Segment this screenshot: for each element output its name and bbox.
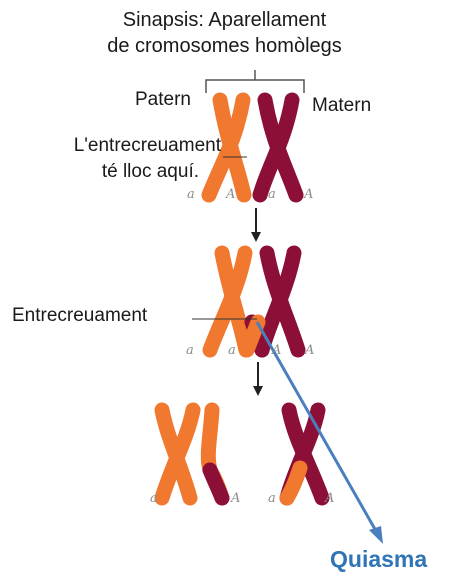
allele-stage3-right-1: a (268, 492, 276, 505)
paternal-chromosome-stage2 (210, 253, 246, 350)
maternal-chromosome-stage1 (260, 100, 296, 195)
recombinant-chromosome-paternal (162, 410, 222, 498)
allele-stage2-paternal-left: a (186, 344, 194, 357)
allele-stage1-maternal-right: A (304, 188, 313, 201)
allele-stage1-maternal-left: a (268, 188, 276, 201)
crossing-site-label-line-2: té lloc aquí. (102, 162, 199, 181)
maternal-label: Matern (312, 96, 371, 115)
allele-stage1-paternal-right: A (226, 188, 235, 201)
paternal-label: Patern (135, 90, 191, 109)
exchanged-segment-paternal (247, 322, 258, 350)
crossing-over-label: Entrecreuament (12, 306, 147, 325)
chiasma-label: Quiasma (330, 548, 427, 571)
stage-separated (162, 410, 322, 498)
maternal-chromosome-stage2 (262, 253, 298, 350)
allele-stage3-left-1: a (150, 492, 158, 505)
allele-stage2-maternal-right: A (305, 344, 314, 357)
allele-stage2-maternal-left: A (272, 344, 281, 357)
homolog-bracket (206, 70, 304, 93)
allele-stage3-left-2: A (231, 492, 240, 505)
recombinant-chromosome-maternal (287, 410, 322, 498)
chiasma-arrowhead (369, 526, 383, 544)
crossing-site-label-line-1: L'entrecreuament (74, 136, 221, 155)
allele-stage1-paternal-left: a (187, 188, 195, 201)
stage-crossing-over (210, 253, 298, 350)
stage-synapsis (209, 100, 296, 195)
allele-stage2-paternal-right: a (228, 344, 236, 357)
allele-stage3-right-2: A (325, 492, 334, 505)
